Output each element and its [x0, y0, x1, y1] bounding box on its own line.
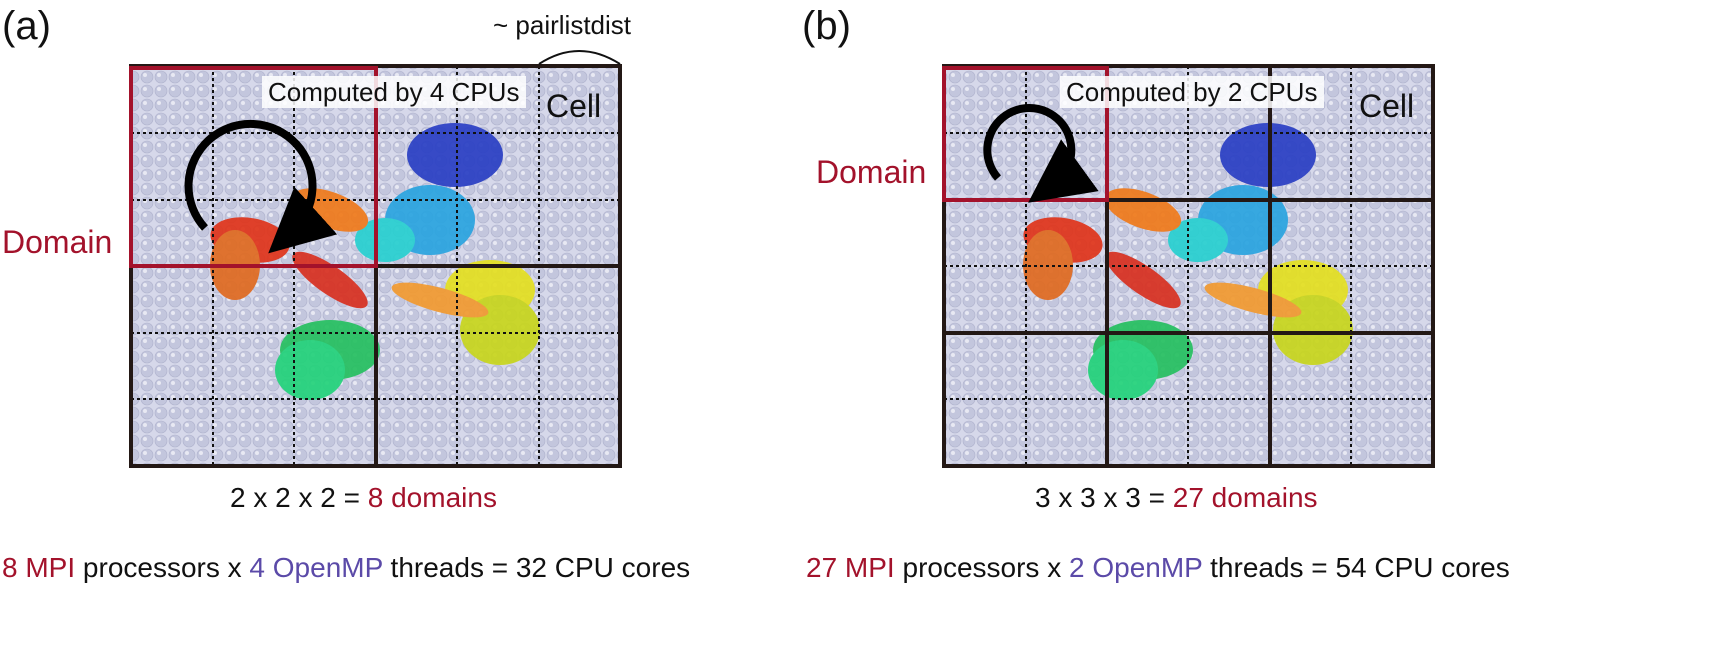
mpi-count: 8	[2, 552, 18, 583]
omp-count: 2	[1069, 552, 1085, 583]
cell-grid	[944, 66, 1433, 466]
rotation-arrow-icon	[184, 119, 338, 254]
diagram-a	[129, 50, 622, 468]
computed-label: Computed by 4 CPUs	[268, 77, 520, 107]
omp-count: 4	[249, 552, 265, 583]
mpi-label: MPI	[17, 552, 76, 583]
cpu-formula: 8 MPI processors x 4 OpenMP threads = 32…	[2, 552, 690, 584]
mpi-count: 27	[806, 552, 838, 583]
domain-formula: 3 x 3 x 3 = 27 domains	[1035, 482, 1318, 514]
rotation-arrow-icon	[983, 104, 1099, 203]
computed-label: Computed by 2 CPUs	[1066, 77, 1318, 107]
cell-label: Cell	[1359, 88, 1415, 124]
highlighted-domain	[942, 66, 1109, 202]
cell-label: Cell	[546, 88, 602, 124]
formula-prefix: 3 x 3 x 3 =	[1035, 482, 1173, 513]
threads-text: threads = 32 CPU cores	[382, 552, 691, 583]
domain-formula: 2 x 2 x 2 = 8 domains	[230, 482, 497, 514]
cpu-formula: 27 MPI processors x 2 OpenMP threads = 5…	[806, 552, 1510, 584]
panel-label: (a)	[2, 4, 51, 48]
formula-unit: domains	[383, 482, 497, 513]
processors-text: processors x	[894, 552, 1069, 583]
processors-text: processors x	[75, 552, 250, 583]
omp-label: OpenMP	[265, 552, 383, 583]
formula-unit: domains	[1203, 482, 1318, 513]
domain-label: Domain	[2, 224, 113, 260]
panel-a: (a)	[2, 4, 690, 584]
omp-label: OpenMP	[1084, 552, 1203, 583]
formula-prefix: 2 x 2 x 2 =	[230, 482, 368, 513]
formula-count: 27	[1172, 482, 1204, 513]
pairlist-label: ~ pairlistdist	[493, 10, 631, 40]
panel-b: (b)	[802, 0, 1727, 648]
highlighted-domain	[129, 66, 378, 268]
diagram-b	[942, 64, 1435, 468]
formula-count: 8	[367, 482, 384, 513]
mpi-label: MPI	[837, 552, 895, 583]
pairlist-brace	[538, 50, 621, 65]
threads-text: threads = 54 CPU cores	[1202, 552, 1510, 583]
domain-label: Domain	[816, 154, 927, 190]
panel-label: (b)	[802, 4, 851, 48]
